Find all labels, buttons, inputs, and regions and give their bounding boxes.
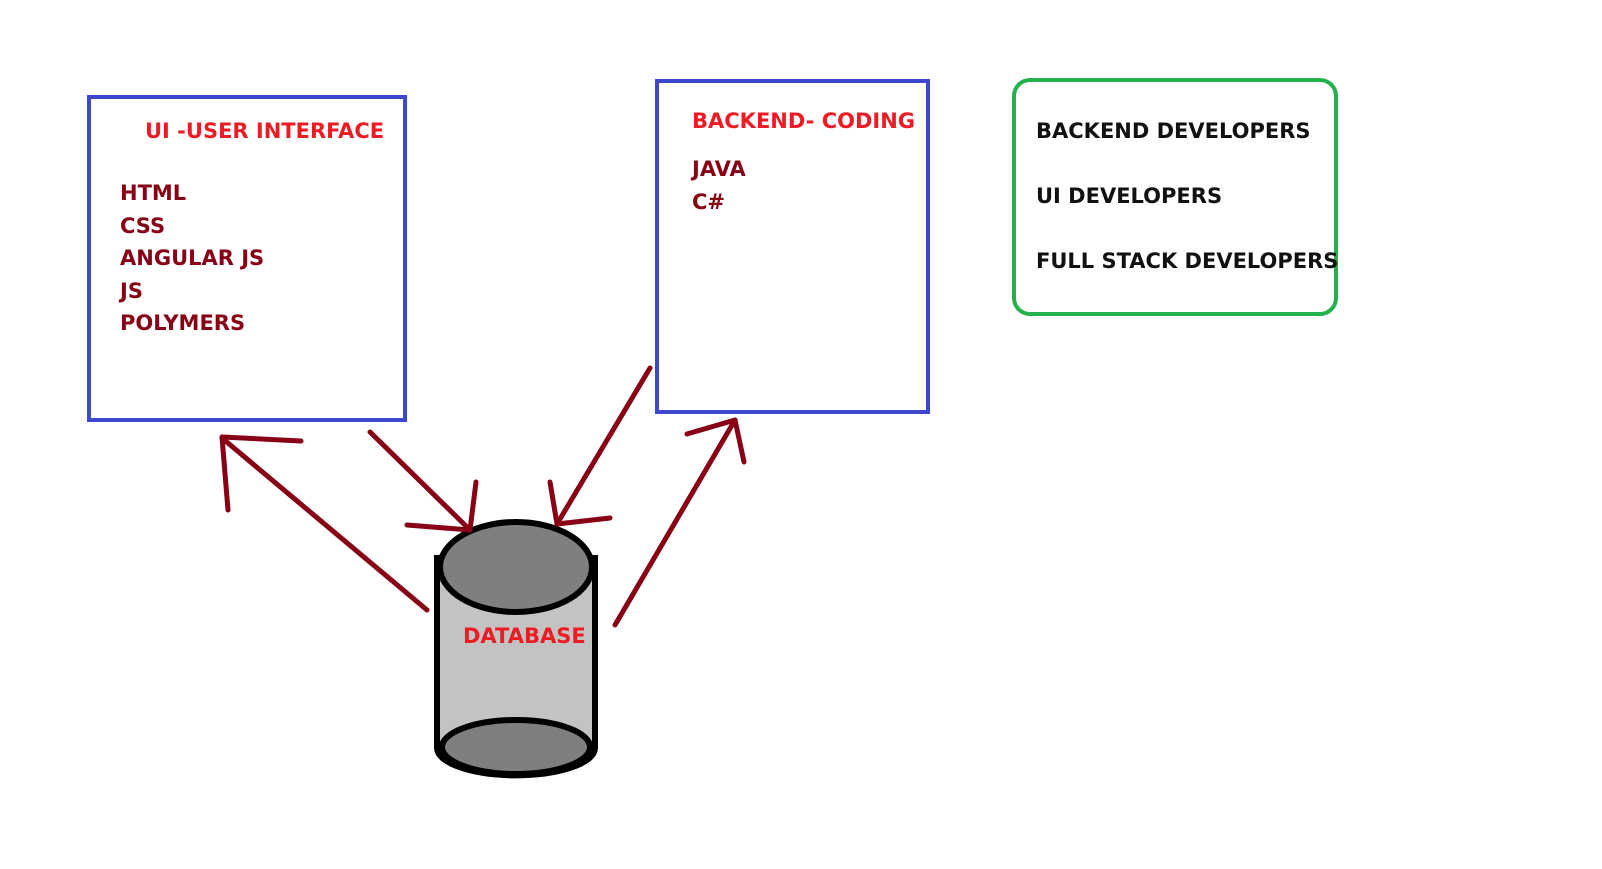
database-cylinder-icon — [434, 519, 598, 779]
backend-box: BACKEND- CODING JAVA C# — [655, 79, 930, 414]
ui-box-title: UI -USER INTERFACE — [145, 119, 385, 143]
ui-tech-item: POLYMERS — [120, 311, 246, 335]
backend-tech-item: JAVA — [692, 157, 746, 181]
developer-roles-list: BACKEND DEVELOPERS UI DEVELOPERS FULL ST… — [1036, 115, 1338, 310]
ui-tech-item: CSS — [120, 213, 166, 238]
connection-arrows — [219, 365, 747, 628]
developer-role-item: UI DEVELOPERS — [1036, 184, 1223, 208]
arrow-database-to-backend — [612, 417, 747, 628]
developer-role-item: FULL STACK DEVELOPERS — [1036, 249, 1339, 273]
backend-box-title: BACKEND- CODING — [692, 109, 916, 133]
ui-tech-item: HTML — [120, 181, 187, 205]
database-bottom — [439, 717, 593, 777]
backend-tech-item: C# — [692, 189, 726, 214]
arrow-ui-to-database — [367, 429, 479, 533]
arrow-database-to-ui — [219, 434, 430, 613]
ui-tech-item: ANGULAR JS — [120, 246, 265, 270]
database-label: DATABASE — [463, 624, 586, 648]
ui-tech-list: HTML CSS ANGULAR JS JS POLYMERS — [120, 177, 264, 340]
database-top — [437, 519, 595, 615]
ui-tech-item: JS — [120, 278, 143, 303]
developer-role-item: BACKEND DEVELOPERS — [1036, 119, 1311, 143]
backend-tech-list: JAVA C# — [692, 153, 746, 218]
developers-box: BACKEND DEVELOPERS UI DEVELOPERS FULL ST… — [1012, 78, 1338, 316]
arrow-backend-to-database — [547, 365, 653, 527]
ui-box: UI -USER INTERFACE HTML CSS ANGULAR JS J… — [87, 95, 407, 422]
